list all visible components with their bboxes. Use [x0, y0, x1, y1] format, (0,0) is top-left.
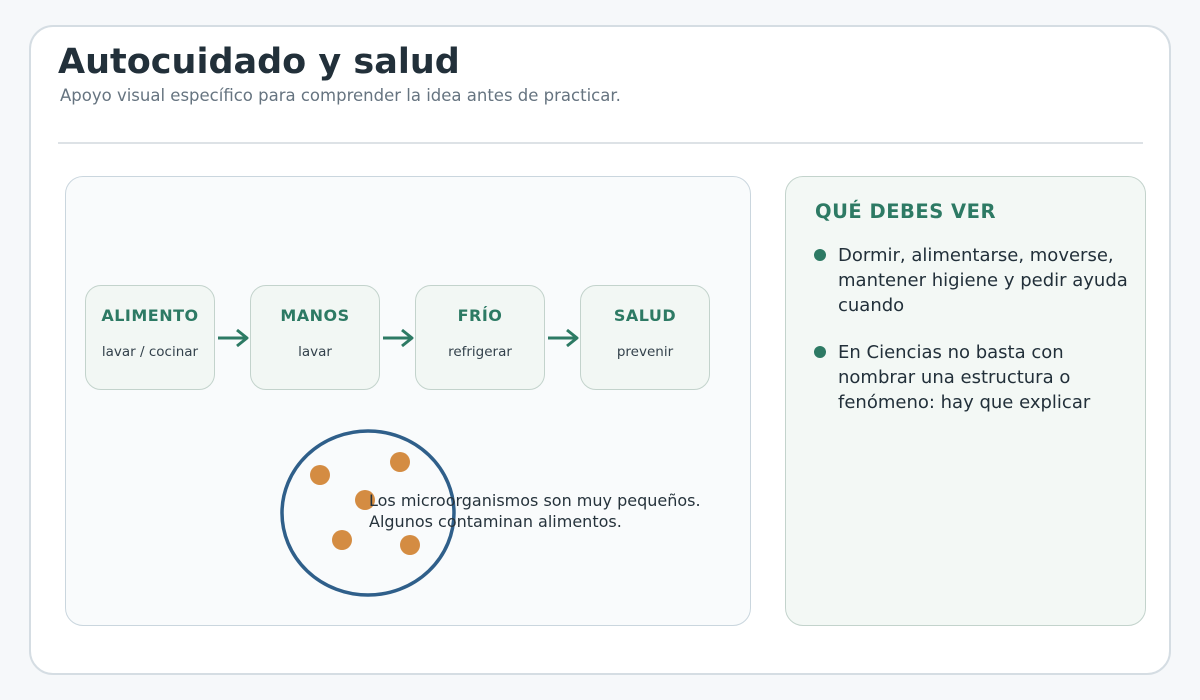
- flow-step-salud: SALUD prevenir: [580, 285, 710, 390]
- arrow-right-icon: [218, 328, 249, 348]
- flow-step-manos: MANOS lavar: [250, 285, 380, 390]
- header-divider: [58, 142, 1143, 144]
- microorganism-dot: [390, 452, 410, 472]
- bullet-dot-icon: [814, 346, 826, 358]
- microorganism-dot: [355, 490, 375, 510]
- caption-line: Algunos contaminan alimentos.: [369, 512, 622, 531]
- flow-step-title: MANOS: [280, 306, 350, 325]
- page-subtitle: Apoyo visual específico para comprender …: [60, 86, 621, 105]
- arrow-right-icon: [383, 328, 414, 348]
- flow-step-title: FRÍO: [457, 306, 503, 325]
- flow-step-desc: lavar / cocinar: [101, 344, 199, 360]
- microorganism-dot: [310, 465, 330, 485]
- info-bullet-text: En Ciencias no basta con nombrar una est…: [838, 342, 1091, 413]
- flow-step-desc: lavar: [298, 344, 332, 360]
- microorganisms-caption: Los microorganismos son muy pequeños. Al…: [369, 490, 701, 532]
- microscope-circle: [280, 429, 456, 597]
- caption-line: Los microorganismos son muy pequeños.: [369, 491, 701, 510]
- info-panel-heading: QUÉ DEBES VER: [815, 200, 996, 223]
- microorganism-dot: [400, 535, 420, 555]
- flow-step-frio: FRÍO refrigerar: [415, 285, 545, 390]
- microorganism-dot: [332, 530, 352, 550]
- flow-step-title: SALUD: [613, 306, 677, 325]
- microscope-view-icon: [280, 429, 456, 597]
- bullet-dot-icon: [814, 249, 826, 261]
- info-bullet-text: Dormir, alimentarse, moverse, mantener h…: [838, 245, 1128, 316]
- flow-step-alimento: ALIMENTO lavar / cocinar: [85, 285, 215, 390]
- page-title: Autocuidado y salud: [58, 42, 460, 82]
- info-panel: [785, 176, 1146, 626]
- flow-step-title: ALIMENTO: [101, 306, 199, 325]
- flow-step-desc: refrigerar: [448, 344, 512, 360]
- arrow-right-icon: [548, 328, 579, 348]
- flow-step-desc: prevenir: [616, 344, 674, 360]
